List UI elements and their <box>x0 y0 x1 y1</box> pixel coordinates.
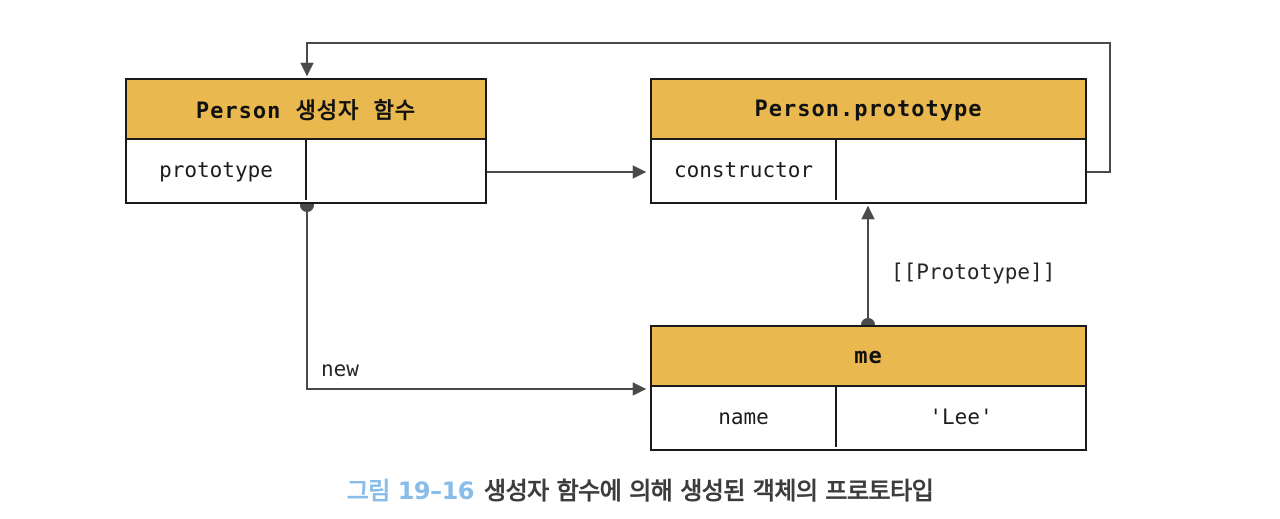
figure-caption-text: 생성자 함수에 의해 생성된 객체의 프로토타입 <box>484 477 934 505</box>
figure-caption: 그림 19–16 생성자 함수에 의해 생성된 객체의 프로토타입 <box>0 471 1280 506</box>
edge-instance-prototype-link <box>861 207 875 332</box>
instance-box-title: me <box>652 327 1085 387</box>
instance-box: me name 'Lee' <box>650 325 1087 451</box>
constructor-function-box-row: prototype <box>127 140 485 200</box>
constructor-property-key: constructor <box>652 140 837 200</box>
constructor-property-value <box>837 140 1085 200</box>
prototype-object-box-title: Person.prototype <box>652 80 1085 140</box>
prototype-internal-slot-label: [[Prototype]] <box>891 260 1056 284</box>
figure-number: 그림 19–16 <box>346 477 475 505</box>
constructor-function-box-title: Person 생성자 함수 <box>127 80 485 140</box>
name-property-value: 'Lee' <box>929 405 993 429</box>
prototype-object-box-row: constructor <box>652 140 1085 200</box>
new-operator-label: new <box>321 357 359 381</box>
prototype-property-key: prototype <box>127 140 307 200</box>
prototype-object-box: Person.prototype constructor <box>650 78 1087 204</box>
constructor-function-box: Person 생성자 함수 prototype <box>125 78 487 204</box>
prototype-property-value <box>307 140 485 200</box>
name-property-key: name <box>652 387 837 447</box>
instance-box-row: name 'Lee' <box>652 387 1085 447</box>
